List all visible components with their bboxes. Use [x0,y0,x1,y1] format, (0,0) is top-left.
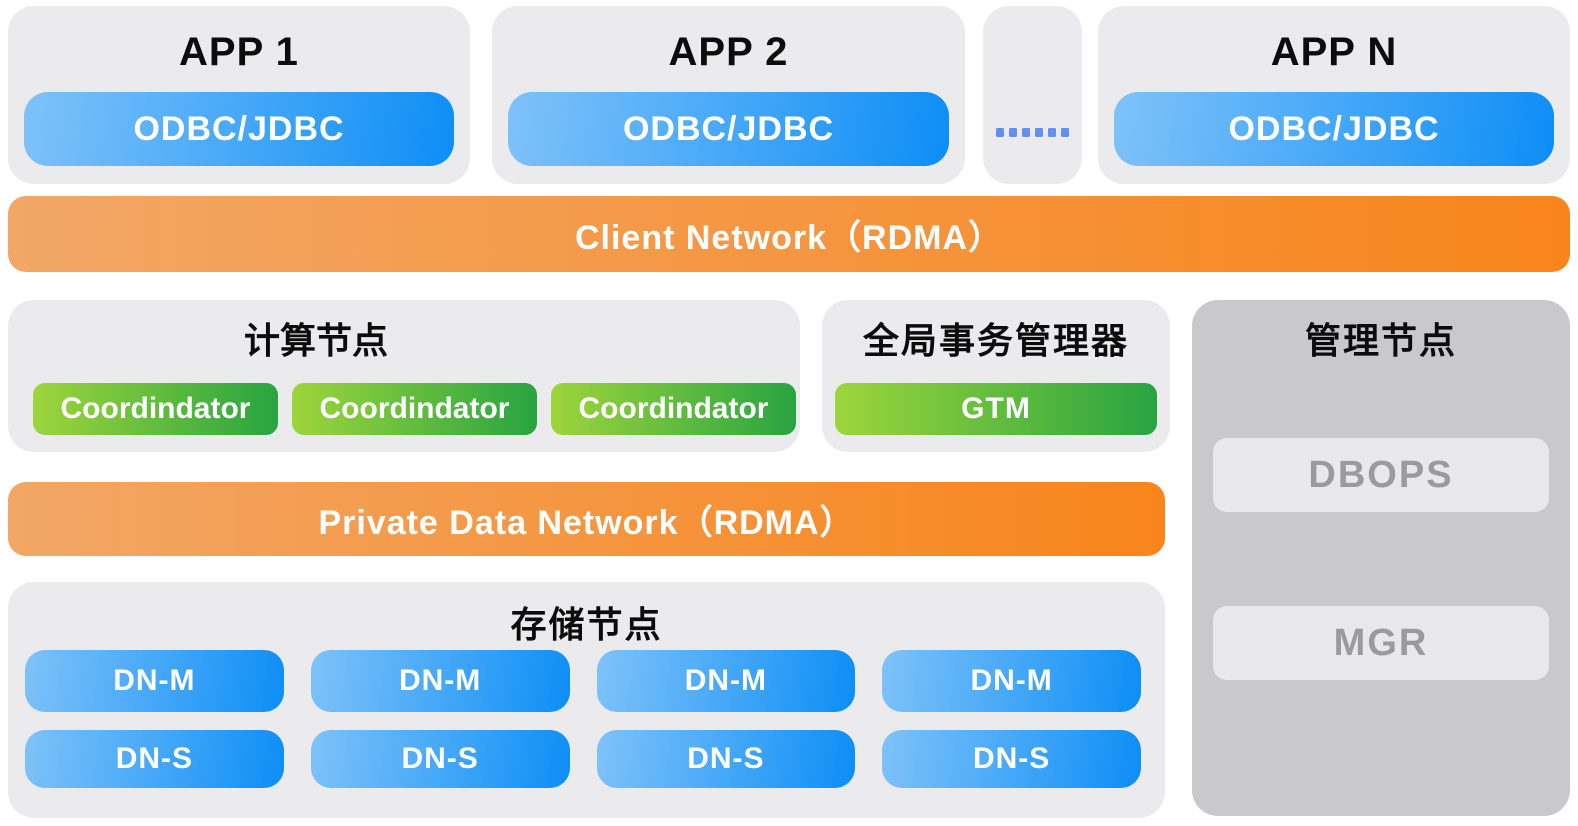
app-1-odbc-jdbc-block: ODBC/JDBC [24,92,454,166]
dn-master-block-4: DN-M [882,650,1141,712]
app-2-panel: APP 2 ODBC/JDBC [492,6,965,184]
coordinator-block-3: Coordindator [551,383,796,435]
private-data-network-bar: Private Data Network（RDMA） [8,482,1165,556]
dn-master-block-2: DN-M [310,650,570,712]
dn-standby-block-1: DN-S [25,730,284,788]
app-1-title: APP 1 [179,30,299,74]
app-n-panel: APP N ODBC/JDBC [1098,6,1570,184]
compute-nodes-title: 计算节点 [243,320,388,361]
storage-nodes-title: 存储节点 [510,604,663,645]
dn-master-block-1: DN-M [25,650,284,712]
app-2-title: APP 2 [668,30,789,74]
gtm-title: 全局事务管理器 [862,320,1129,361]
gtm-block: GTM [835,383,1157,435]
app-1-panel: APP 1 ODBC/JDBC [8,6,470,184]
coordinator-block-2: Coordindator [292,383,537,435]
app-n-odbc-jdbc-block: ODBC/JDBC [1114,92,1554,166]
dn-grid: DN-M DN-M DN-M DN-M DN-S DN-S DN-S DN-S [25,650,1141,788]
dn-standby-block-3: DN-S [596,730,856,788]
storage-nodes-panel: 存储节点 DN-M DN-M DN-M DN-M DN-S DN-S DN-S … [8,582,1165,818]
dn-standby-block-4: DN-S [882,730,1141,788]
client-network-bar: Client Network（RDMA） [8,196,1570,272]
dbops-block: DBOPS [1213,438,1549,512]
mgr-block: MGR [1213,606,1549,680]
compute-nodes-panel: 计算节点 Coordindator Coordindator Coordinda… [8,300,800,452]
app-n-title: APP N [1270,30,1398,74]
ellipsis-icon [983,128,1082,137]
gtm-panel: 全局事务管理器 GTM [822,300,1170,452]
coordinator-block-1: Coordindator [33,383,278,435]
apps-ellipsis-panel [983,6,1082,184]
coordinator-row: Coordindator Coordindator Coordindator [33,383,796,435]
management-node-panel: 管理节点 DBOPS MGR [1192,300,1570,816]
dn-master-block-3: DN-M [596,650,856,712]
app-2-odbc-jdbc-block: ODBC/JDBC [508,92,949,166]
management-node-title: 管理节点 [1304,320,1457,361]
dn-standby-block-2: DN-S [310,730,570,788]
